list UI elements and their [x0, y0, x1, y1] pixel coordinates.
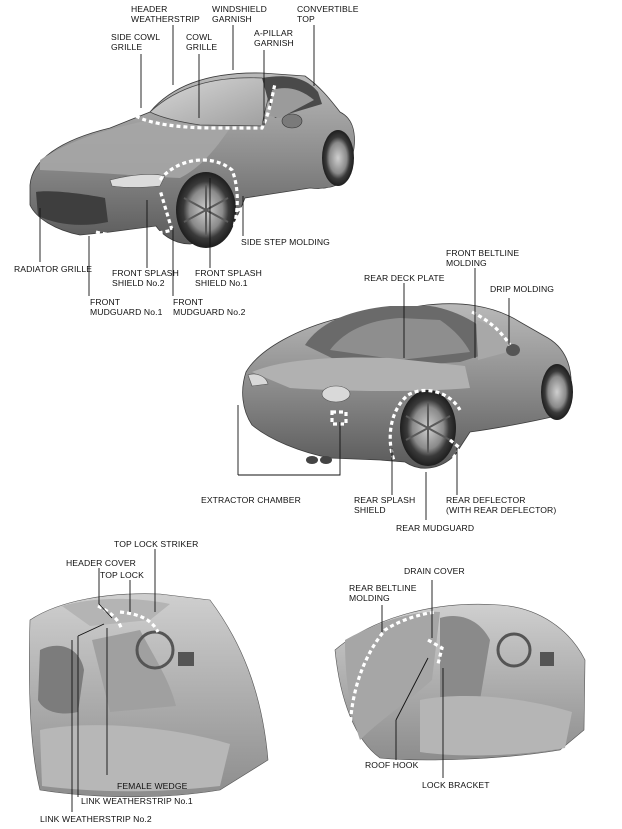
label-front-beltline-molding: FRONT BELTLINE MOLDING — [446, 248, 522, 268]
label-drain-cover: DRAIN COVER — [404, 566, 465, 576]
interior-left-illustration — [29, 593, 269, 798]
front-car-illustration — [29, 72, 355, 248]
label-link-weatherstrip-2: LINK WEATHERSTRIP No.2 — [40, 814, 152, 824]
label-side-step-molding: SIDE STEP MOLDING — [241, 237, 330, 247]
label-front-mudguard-1: FRONT MUDGUARD No.1 — [90, 297, 163, 317]
label-header-weatherstrip: HEADER WEATHERSTRIP — [131, 4, 200, 24]
label-front-splash-shield-2: FRONT SPLASH SHIELD No.2 — [112, 268, 181, 288]
rear-car-illustration — [237, 303, 573, 469]
part-labels: HEADER WEATHERSTRIP WINDSHIELD GARNISH C… — [14, 4, 556, 824]
label-roof-hook: ROOF HOOK — [365, 760, 419, 770]
label-rear-mudguard: REAR MUDGUARD — [396, 523, 474, 533]
label-extractor-chamber: EXTRACTOR CHAMBER — [201, 495, 301, 505]
label-cowl-grille: COWL GRILLE — [186, 32, 217, 52]
label-female-wedge: FEMALE WEDGE — [117, 781, 188, 791]
leader-lines — [39, 25, 510, 812]
label-link-weatherstrip-1: LINK WEATHERSTRIP No.1 — [81, 796, 193, 806]
label-rear-beltline-molding: REAR BELTLINE MOLDING — [349, 583, 419, 603]
label-header-cover: HEADER COVER — [66, 558, 136, 568]
label-front-mudguard-2: FRONT MUDGUARD No.2 — [173, 297, 246, 317]
label-radiator-grille: RADIATOR GRILLE — [14, 264, 92, 274]
label-rear-splash-shield: REAR SPLASH SHIELD — [354, 495, 418, 515]
label-front-splash-shield-1: FRONT SPLASH SHIELD No.1 — [195, 268, 264, 288]
label-top-lock: TOP LOCK — [100, 570, 144, 580]
label-lock-bracket: LOCK BRACKET — [422, 780, 490, 790]
label-drip-molding: DRIP MOLDING — [490, 284, 554, 294]
label-top-lock-striker: TOP LOCK STRIKER — [114, 539, 198, 549]
label-side-cowl-grille: SIDE COWL GRILLE — [111, 32, 162, 52]
label-rear-deflector: REAR DEFLECTOR (WITH REAR DEFLECTOR) — [446, 495, 556, 515]
label-windshield-garnish: WINDSHIELD GARNISH — [212, 4, 269, 24]
label-rear-deck-plate: REAR DECK PLATE — [364, 273, 445, 283]
label-a-pillar-garnish: A-PILLAR GARNISH — [254, 28, 296, 48]
label-convertible-top: CONVERTIBLE TOP — [297, 4, 361, 24]
interior-right-illustration — [334, 604, 586, 761]
